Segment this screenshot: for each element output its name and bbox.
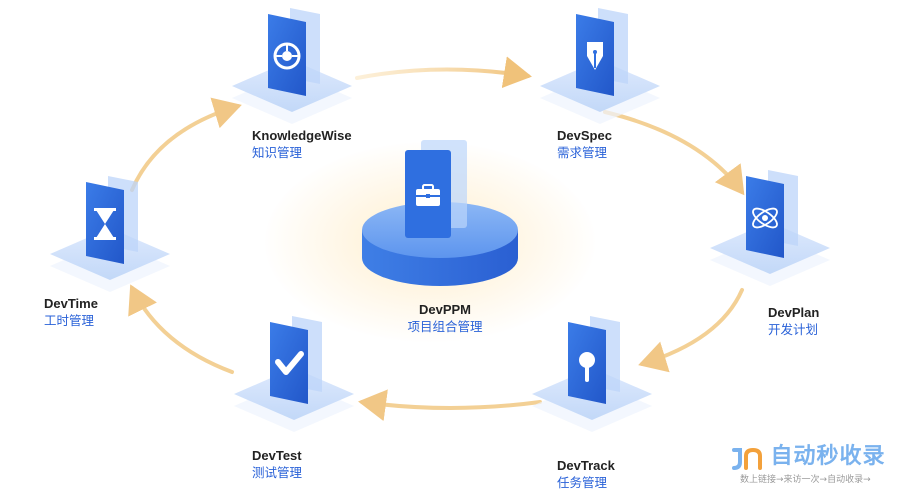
arrow-devtime-to-knowledgewise (130, 97, 242, 192)
watermark: 自动秒收录 数上链接→来访一次→自动收录→ (730, 438, 890, 485)
module-name: DevSpec (557, 128, 612, 143)
watermark-title: 自动秒收录 (770, 444, 886, 469)
module-subtitle: 工时管理 (44, 313, 95, 328)
label-devtrack: DevTrack 任务管理 (557, 457, 615, 491)
module-name: DevTest (252, 448, 302, 463)
node-devtest (224, 312, 364, 432)
center-label: DevPPM 项目组合管理 (370, 301, 520, 335)
hourglass-icon (94, 208, 116, 240)
node-knowledgewise (222, 4, 362, 124)
label-devplan: DevPlan 开发计划 (768, 304, 819, 338)
knowledge-icon (273, 42, 301, 70)
arrow-devtest-to-devtime (128, 284, 234, 374)
arrow-knowledgewise-to-devspec (355, 56, 532, 89)
pen-nib-icon (587, 42, 603, 70)
label-devspec: DevSpec 需求管理 (557, 127, 612, 161)
label-devtime: DevTime 工时管理 (44, 295, 98, 329)
node-devtrack (522, 312, 662, 432)
briefcase-icon (416, 184, 440, 206)
module-subtitle: 任务管理 (557, 475, 608, 490)
module-name: KnowledgeWise (252, 128, 352, 143)
module-name: DevTime (44, 296, 98, 311)
module-subtitle: 需求管理 (557, 145, 608, 160)
node-devspec (530, 4, 670, 124)
checkmark-icon (275, 351, 304, 375)
module-name: DevPlan (768, 305, 820, 320)
center-node-devppm (355, 140, 525, 290)
module-subtitle: 知识管理 (252, 145, 303, 160)
label-knowledgewise: KnowledgeWise 知识管理 (252, 127, 352, 161)
center-platform (362, 140, 518, 286)
orbit-icon (752, 207, 778, 229)
node-devtime (40, 172, 180, 292)
arrow-devplan-to-devtrack (638, 288, 744, 373)
watermark-logo (732, 447, 762, 470)
label-devtest: DevTest 测试管理 (252, 447, 302, 481)
arrow-devtrack-to-devtest (358, 389, 542, 422)
module-subtitle: 开发计划 (768, 322, 819, 337)
node-devplan (700, 166, 840, 286)
module-subtitle: 测试管理 (252, 465, 303, 480)
module-name: DevTrack (557, 458, 615, 473)
arrow-devspec-to-devplan (603, 110, 745, 196)
watermark-subtitle: 数上链接→来访一次→自动收录→ (740, 474, 871, 485)
magnifier-icon (579, 352, 595, 382)
center-subtitle: 项目组合管理 (407, 319, 483, 334)
center-name: DevPPM (418, 302, 472, 317)
